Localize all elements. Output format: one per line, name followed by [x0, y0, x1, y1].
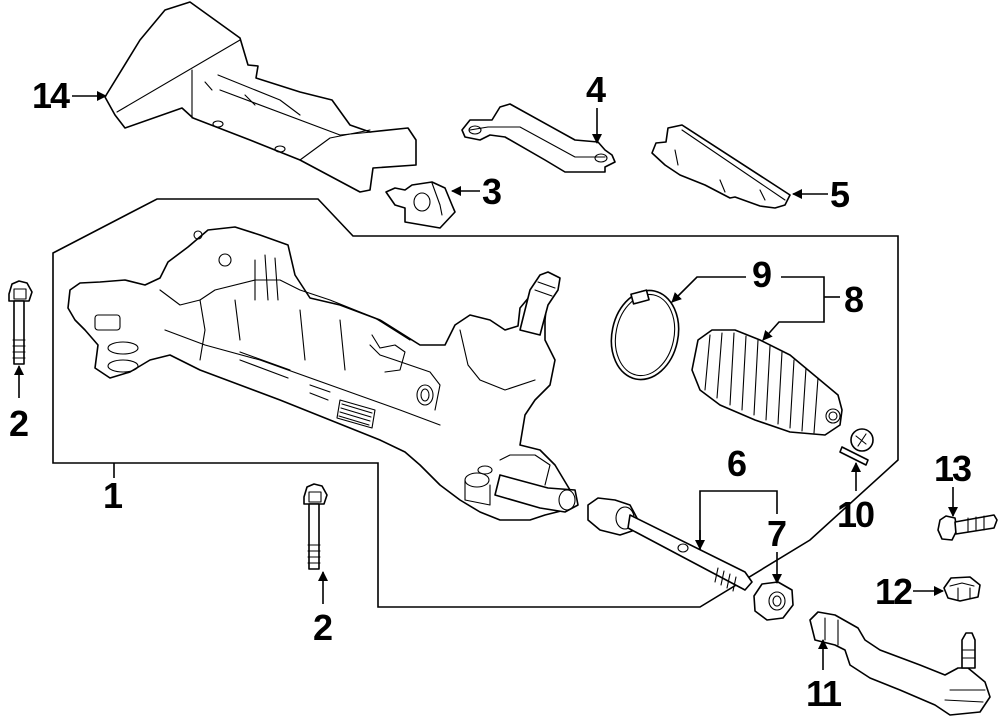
callout-1[interactable]: 1 [103, 475, 123, 516]
mounting-bolt-lower-part[interactable] [303, 483, 328, 570]
callout-13[interactable]: 13 [934, 448, 973, 489]
callout-3[interactable]: 3 [482, 171, 502, 212]
leader-9 [671, 276, 746, 303]
outer-tie-rod-end-part[interactable] [809, 611, 991, 716]
bracket-bushing-part[interactable] [385, 181, 456, 229]
jam-nut-part[interactable] [753, 581, 794, 621]
callout-8[interactable]: 8 [844, 279, 864, 320]
insulator-shield-part[interactable] [104, 1, 417, 193]
bracket-part[interactable] [461, 103, 616, 173]
steering-gear-part[interactable] [67, 226, 579, 521]
inner-tie-rod-part[interactable] [587, 497, 753, 592]
callout-4[interactable]: 4 [586, 69, 606, 110]
callout-7[interactable]: 7 [767, 513, 787, 554]
heat-shield-part[interactable] [651, 124, 791, 209]
callout-14[interactable]: 14 [32, 75, 72, 116]
nut-part[interactable] [943, 576, 981, 602]
callout-12[interactable]: 12 [875, 571, 914, 612]
boot-clamp-part[interactable] [603, 284, 686, 386]
callout-5[interactable]: 5 [830, 174, 850, 215]
callout-2a[interactable]: 2 [9, 403, 29, 444]
steering-boot-part[interactable] [691, 329, 843, 436]
callout-9[interactable]: 9 [752, 254, 772, 295]
pinch-bolt-part[interactable] [937, 514, 998, 541]
assembly-frame [52, 198, 899, 608]
mounting-bolt-upper-part[interactable] [8, 280, 33, 365]
leader-6 [699, 490, 778, 550]
callout-6[interactable]: 6 [727, 443, 747, 484]
callout-10[interactable]: 10 [837, 494, 876, 535]
callout-11[interactable]: 11 [806, 673, 844, 714]
small-boot-clamp-part[interactable] [839, 428, 874, 466]
leader-9-8 [762, 276, 825, 341]
callout-2b[interactable]: 2 [313, 607, 333, 648]
